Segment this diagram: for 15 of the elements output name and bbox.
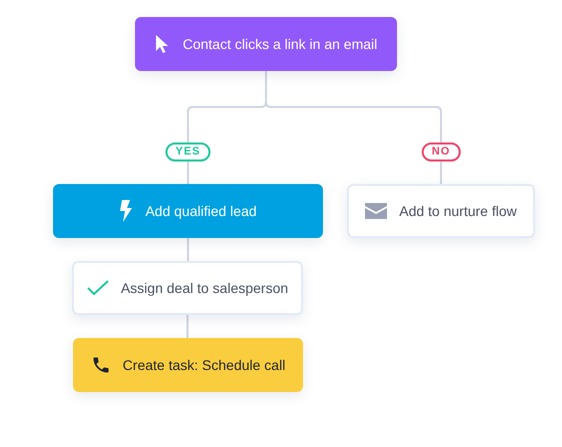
- process-box: [73, 338, 303, 392]
- connector-line: [186, 315, 188, 338]
- process-box: [135, 17, 397, 71]
- connector-line: [265, 71, 442, 184]
- process-box: [53, 184, 323, 238]
- edge-label: NO: [422, 142, 460, 162]
- step-text: Create task: Schedule call: [122, 356, 286, 374]
- step-text: Add to nurture flow: [399, 202, 517, 220]
- edge-label: YES: [166, 142, 210, 162]
- connector-line: [187, 238, 189, 261]
- step-text: Add qualified lead: [145, 202, 257, 221]
- step-text: Contact clicks a link in an email: [182, 34, 378, 54]
- step-text: Assign deal to salesperson: [120, 278, 288, 298]
- process-box: [347, 184, 535, 238]
- process-box: [72, 261, 303, 315]
